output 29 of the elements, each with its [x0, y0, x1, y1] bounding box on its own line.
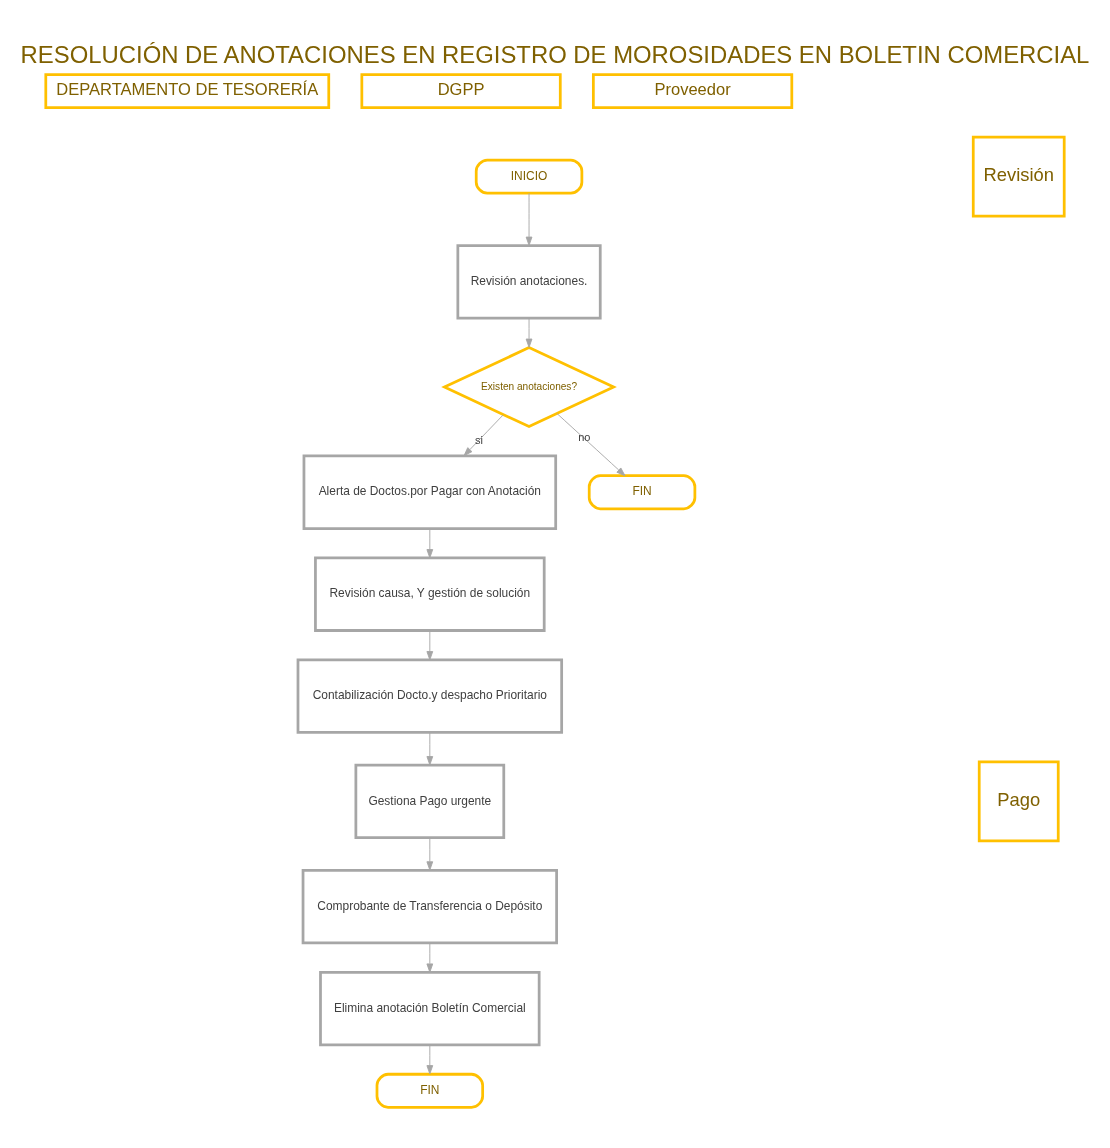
edge-label: no	[578, 431, 591, 444]
arrow	[426, 837, 434, 871]
node-box: Contabilización Docto.y despacho Prioritario	[296, 658, 564, 734]
node-box: Comprobante de Transferencia o Depósito	[301, 868, 558, 945]
node-box: Proveedor	[592, 73, 794, 110]
arrow	[525, 317, 533, 348]
arrow	[426, 528, 434, 559]
arrow	[426, 942, 434, 973]
arrow	[426, 630, 434, 661]
node-box: FIN	[587, 474, 697, 511]
diagram-title: RESOLUCIÓN DE ANOTACIONES EN REGISTRO DE MOROSIDADES EN BOLETIN COMERCIAL	[20, 41, 1090, 69]
node-box: Revisión anotaciones.	[456, 244, 602, 320]
arrow	[556, 413, 626, 477]
node-box: Elimina anotación Boletín Comercial	[319, 970, 541, 1047]
arrow	[426, 1044, 434, 1075]
node-box: Gestiona Pago urgente	[354, 763, 506, 840]
arrow	[426, 732, 434, 766]
edge-label: si	[474, 434, 483, 447]
node-box: INICIO	[474, 158, 584, 195]
node-box: Alerta de Doctos.por Pagar con Anotación	[302, 454, 558, 530]
node-box: Revisión	[971, 135, 1066, 218]
node-box: Pago	[977, 760, 1060, 843]
node-box: FIN	[375, 1072, 485, 1109]
arrow	[463, 414, 504, 457]
node-diamond: Existen anotaciones?	[441, 346, 617, 429]
node-box: DEPARTAMENTO DE TESORERÍA	[44, 73, 331, 110]
node-box: Revisión causa, Y gestión de solución	[314, 556, 546, 632]
node-box: DGPP	[360, 73, 562, 110]
arrow	[525, 192, 533, 246]
